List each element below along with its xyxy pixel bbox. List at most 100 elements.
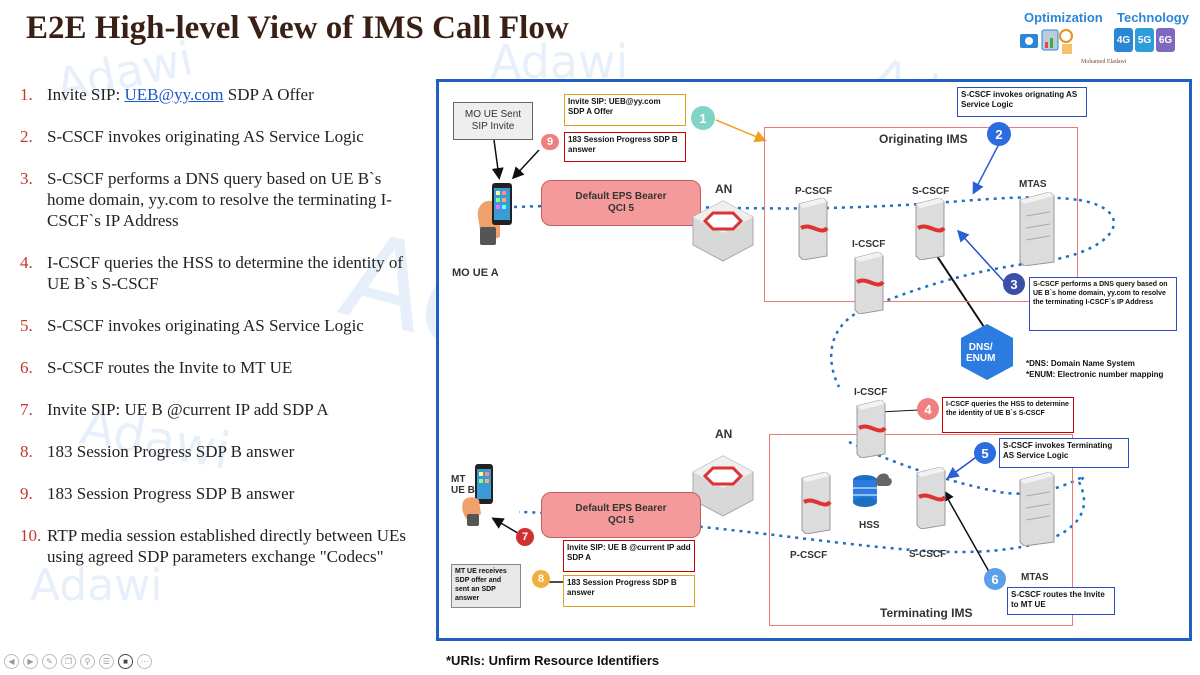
mtas-server-icon (1014, 191, 1058, 267)
terminating-ims-box (769, 434, 1073, 626)
5g-badge: 5G (1135, 28, 1154, 52)
step-text: S-CSCF routes the Invite to MT UE (47, 358, 293, 377)
hss-database-icon (849, 470, 893, 512)
step-text: RTP media session established directly b… (47, 526, 407, 566)
generation-badges: 4G 5G 6G (1114, 28, 1175, 52)
back-icon[interactable]: ◀ (4, 654, 19, 669)
mo-sent-note: MO UE Sent SIP Invite (453, 102, 533, 140)
camera-icon[interactable]: ■ (118, 654, 133, 669)
step-badge-2: 2 (987, 122, 1011, 146)
callout-step-2: S-CSCF invokes orignating AS Service Log… (957, 87, 1087, 117)
access-network-icon (689, 197, 757, 265)
step-badge-4: 4 (917, 398, 939, 420)
dns-notes: *DNS: Domain Name System *ENUM: Electron… (1026, 358, 1163, 380)
mo-sent-line: SIP Invite (471, 121, 515, 132)
mtas-bottom-label: MTAS (1021, 572, 1049, 583)
access-network-bottom-icon (689, 452, 757, 520)
callout-step-8: 183 Session Progress SDP B answer (563, 575, 695, 607)
step-badge-6: 6 (984, 568, 1006, 590)
mt-ue-label: MT UE B (451, 474, 475, 496)
step-text: S-CSCF invokes originating AS Service Lo… (47, 316, 364, 335)
play-icon[interactable]: ▶ (23, 654, 38, 669)
step-number: 4. (20, 253, 33, 272)
sip-uri-link[interactable]: UEB@yy.com (124, 85, 224, 104)
pcscf-terminating-server-icon (794, 471, 834, 535)
brand-optimization: Optimization (1024, 10, 1103, 25)
bearer-line: Default EPS Bearer (575, 191, 667, 202)
callout-step-6: S-CSCF routes the Invite to MT UE (1007, 587, 1115, 615)
callout-step-5: S-CSCF invokes Terminating AS Service Lo… (999, 438, 1129, 468)
step-item: 10. RTP media session established direct… (20, 525, 420, 567)
call-flow-steps: 1. Invite SIP: UEB@yy.com SDP A Offer 2.… (20, 84, 420, 567)
brand-technology: Technology (1117, 10, 1189, 25)
step-number: 6. (20, 358, 33, 377)
ims-call-flow-diagram: Originating IMS Terminating IMS MO UE Se… (436, 79, 1192, 641)
step-item: 1. Invite SIP: UEB@yy.com SDP A Offer (20, 84, 420, 105)
brand-author: Mohamed Eladawi (1081, 59, 1127, 65)
callout-line: SDP A Offer (568, 107, 614, 116)
dns-label-line: DNS/ (968, 342, 993, 353)
callout-step-1: Invite SIP: UEB@yy.com SDP A Offer (564, 94, 686, 126)
scscf-server-icon (908, 197, 948, 261)
watermark: Adawi (30, 560, 163, 611)
step-badge-9: 9 (541, 134, 559, 150)
step-text: S-CSCF performs a DNS query based on UE … (47, 169, 392, 230)
step-text: Invite SIP: UEB@yy.com SDP A Offer (47, 84, 420, 105)
more-icon[interactable]: ⋯ (137, 654, 152, 669)
scscf-top-label: S-CSCF (912, 186, 950, 197)
dns-enum-icon (959, 322, 1015, 382)
pcscf-bottom-label: P-CSCF (790, 550, 828, 561)
step-item: 9. 183 Session Progress SDP B answer (20, 483, 420, 504)
step-text: I-CSCF queries the HSS to determine the … (47, 253, 404, 293)
zoom-icon[interactable]: ⚲ (80, 654, 95, 669)
step-text: 183 Session Progress SDP B answer (47, 442, 295, 461)
bearer-line: Default EPS Bearer (575, 503, 667, 514)
step-badge-3: 3 (1003, 273, 1025, 295)
6g-badge: 6G (1156, 28, 1175, 52)
scscf-bottom-label: S-CSCF (909, 549, 947, 560)
mo-ue-label: MO UE A (452, 267, 499, 279)
step-number: 8. (20, 442, 33, 461)
bearer-line: QCI 5 (607, 515, 635, 526)
step-text: S-CSCF invokes originating AS Service Lo… (47, 127, 364, 146)
step-number: 9. (20, 484, 33, 503)
callout-line: Invite SIP: UEB@yy.com (568, 97, 661, 106)
step-number: 5. (20, 316, 33, 335)
step-item: 4. I-CSCF queries the HSS to determine t… (20, 252, 420, 294)
menu-icon[interactable]: ☰ (99, 654, 114, 669)
pen-icon[interactable]: ✎ (42, 654, 57, 669)
originating-ims-label: Originating IMS (879, 132, 968, 146)
uri-footnote: *URIs: Unfirm Resource Identifiers (446, 653, 660, 668)
enum-note: *ENUM: Electronic number mapping (1026, 370, 1164, 379)
icscf-server-icon (847, 251, 887, 315)
step-text-part: Invite SIP: (47, 85, 125, 104)
scscf-terminating-server-icon (909, 466, 949, 530)
step-badge-5: 5 (974, 442, 996, 464)
callout-step-4: I-CSCF queries the HSS to determine the … (942, 397, 1074, 433)
step-item: 2. S-CSCF invokes originating AS Service… (20, 126, 420, 147)
step-badge-1: 1 (691, 106, 715, 130)
mt-ue-line: UE B (451, 485, 475, 496)
callout-step-7: Invite SIP: UE B @current IP add SDP A (563, 540, 695, 572)
originating-ims-box (764, 127, 1078, 302)
bearer-line: QCI 5 (607, 203, 635, 214)
page-title: E2E High-level View of IMS Call Flow (26, 10, 569, 46)
callout-step-3: S-CSCF performs a DNS query based on UE … (1029, 277, 1177, 331)
mt-ue-line: MT (451, 474, 466, 485)
mt-receives-note: MT UE receives SDP offer and sent an SDP… (451, 564, 521, 608)
icscf-mid-label: I-CSCF (854, 387, 888, 398)
dns-label-line: ENUM (966, 353, 996, 364)
terminating-ims-label: Terminating IMS (880, 606, 973, 620)
copy-icon[interactable]: ❐ (61, 654, 76, 669)
icscf-top-label: I-CSCF (852, 239, 886, 250)
dns-note: *DNS: Domain Name System (1026, 359, 1135, 368)
mo-phone-icon (474, 177, 524, 247)
optimization-icon (1018, 26, 1076, 58)
step-item: 6. S-CSCF routes the Invite to MT UE (20, 357, 420, 378)
step-item: 8. 183 Session Progress SDP B answer (20, 441, 420, 462)
step-text: Invite SIP: UE B @current IP add SDP A (47, 400, 329, 419)
step-number: 3. (20, 169, 33, 188)
step-text-part: SDP A Offer (223, 85, 314, 104)
mt-phone-icon (457, 464, 501, 526)
mo-sent-line: MO UE Sent (464, 109, 522, 120)
